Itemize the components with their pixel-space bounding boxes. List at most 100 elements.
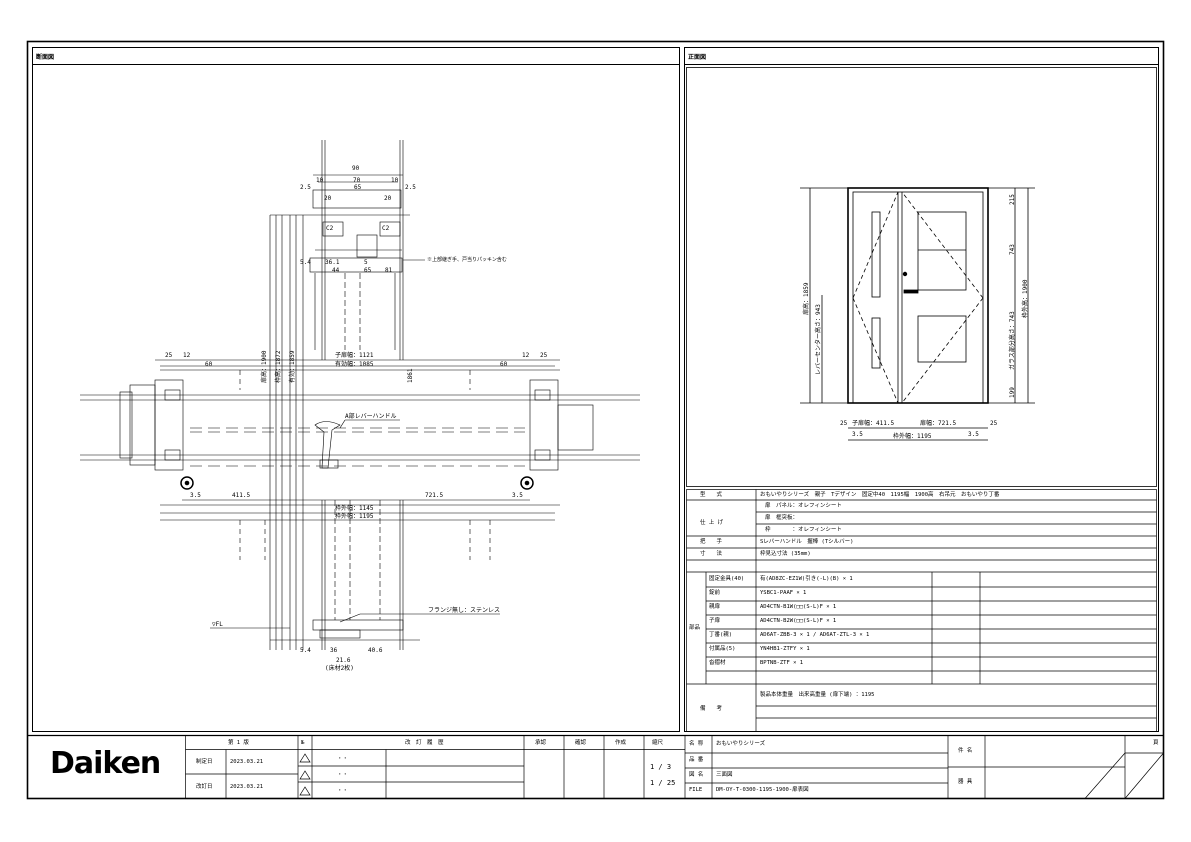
dim-2-5-right: 2.5 xyxy=(405,184,416,191)
dim-12-right: 12 xyxy=(522,352,530,359)
part-value-3: AD4CTN-B1W(□□(S-L)F × 1 xyxy=(760,604,837,610)
dim-743-upper: 743 xyxy=(1009,244,1016,255)
dim-bottom-40-6: 40.6 xyxy=(368,647,383,654)
file-label: FILE xyxy=(689,787,703,793)
dim-65: 65 xyxy=(354,184,362,191)
dim-door-width: 子扉幅：1121 xyxy=(335,352,374,359)
dim-lever-height: レバーセンター高さ：943 xyxy=(815,304,822,375)
part-value-7: BPTNB-ZTF × 1 xyxy=(760,660,804,666)
revision-dots-1: ・・ xyxy=(337,756,349,762)
dim-bottom-21-6: 21.6 xyxy=(336,657,351,664)
dim-721-5: 721.5 xyxy=(425,492,444,499)
dim-bottom-36: 36 xyxy=(330,647,338,654)
label-c2-right: C2 xyxy=(382,225,390,232)
part-name-4: 子扉 xyxy=(709,618,721,624)
dim-44: 44 xyxy=(332,267,340,274)
check-header: 確認 xyxy=(575,740,587,746)
dim-10-right: 10 xyxy=(391,177,399,184)
dim-81: 81 xyxy=(385,267,393,274)
name-label: 名 称 xyxy=(689,741,704,747)
dim-3-5-right: 3.5 xyxy=(512,492,523,499)
spec-type-label: 型 式 xyxy=(700,492,723,498)
label-c2-left: C2 xyxy=(326,225,334,232)
spec-parts-label: 部品 xyxy=(689,625,701,631)
dim-frame-outer-height: 枠外高：1900 xyxy=(1022,279,1029,318)
part-name-3: 親扉 xyxy=(709,604,721,610)
spec-type-value: おもいやりシリーズ 親子 Tデザイン 固定中40 1195幅 1900高 右吊元… xyxy=(760,492,1000,498)
dim-20-left: 20 xyxy=(324,195,332,202)
code-label: 品 番 xyxy=(689,757,704,763)
dim-door-height: 扉高：1900 xyxy=(261,350,268,383)
dim-1861: 1861 xyxy=(407,368,414,383)
dim-glass-height: ガラス部分高さ：743 xyxy=(1009,311,1016,370)
project-label: 件 名 xyxy=(958,748,973,754)
dim-65-lower: 65 xyxy=(364,267,372,274)
spec-finish-label: 仕 上 げ xyxy=(700,520,724,526)
dim-frame-width-1: 枠外幅：1145 xyxy=(335,505,374,512)
dim-frame-height: 枠高：1872 xyxy=(275,350,282,383)
part-value-1: 有(AD8ZC-EZ1W)引き(-L)(B) × 1 xyxy=(760,576,853,582)
dim-parent-width: 扉幅：721.5 xyxy=(920,420,957,427)
company-logo: Daiken xyxy=(50,746,161,781)
dim-e25-right: 25 xyxy=(990,420,998,427)
dim-e3-5-right: 3.5 xyxy=(968,431,979,438)
part-name-1: 固定金具(40) xyxy=(709,576,745,582)
note-floor: (床材2枚) xyxy=(325,665,354,672)
number-header: № xyxy=(301,740,305,746)
part-value-4: AD4CTN-B2W(□□(S-L)F × 1 xyxy=(760,618,837,624)
spec-handle-label: 把 手 xyxy=(700,539,723,545)
scale-value-2: 1 / 25 xyxy=(650,779,676,787)
dim-20-right: 20 xyxy=(384,195,392,202)
page-label: 頁 xyxy=(1153,740,1159,746)
spec-note-value: 製品本体重量 出来高重量 (扉下端) ：1195 xyxy=(760,692,875,698)
dim-60-right: 60 xyxy=(500,361,508,368)
part-name-7: 沓摺材 xyxy=(709,660,726,666)
dim-door-height-elev: 扉高：1859 xyxy=(803,282,810,315)
created-date: 2023.03.21 xyxy=(230,759,264,765)
dim-25-right: 25 xyxy=(540,352,548,359)
spec-finish-row-3: 枠 ：オレフィンシート xyxy=(765,527,842,533)
approval-header: 承認 xyxy=(535,740,547,746)
product-label: 器 具 xyxy=(958,779,973,785)
floor-level: ▽FL xyxy=(212,621,223,628)
dim-e3-5-left: 3.5 xyxy=(852,431,863,438)
dim-e25-left: 25 xyxy=(840,420,848,427)
dim-199: 199 xyxy=(1009,387,1016,398)
dim-411-5: 411.5 xyxy=(232,492,251,499)
created-label: 制定日 xyxy=(196,759,213,765)
dim-frame-outer-width: 枠外幅：1195 xyxy=(893,433,932,440)
dim-10-left: 10 xyxy=(316,177,324,184)
file-value: DM-OY-T-0300-1195-1900-扉表図 xyxy=(716,787,809,793)
spec-note-label: 備 考 xyxy=(700,706,723,712)
drawing-value: 三面図 xyxy=(716,772,733,778)
dim-frame-width-2: 枠外幅：1195 xyxy=(335,513,374,520)
drawing-label: 図 名 xyxy=(689,772,704,778)
part-value-6: YN4HB1-ZTFY × 1 xyxy=(760,646,810,652)
dim-36-1: 36.1 xyxy=(325,259,340,266)
note-handle: A部レバーハンドル xyxy=(345,413,397,420)
part-name-2: 錠前 xyxy=(709,590,721,596)
spec-frame-value: 枠見込寸法 (35mm) xyxy=(760,551,811,557)
spec-handle-value: Sレバーハンドル 握棒 (Tシルバー) xyxy=(760,539,854,545)
dim-effective-width: 有効幅：1085 xyxy=(335,361,374,368)
part-name-5: 丁番(親) xyxy=(709,632,733,638)
dim-5: 5 xyxy=(364,259,368,266)
elevation-view-title: 正面図 xyxy=(688,54,707,61)
dim-60-left: 60 xyxy=(205,361,213,368)
dim-child-width: 子扉幅：411.5 xyxy=(852,420,895,427)
scale-header: 縮尺 xyxy=(652,740,664,746)
spec-frame-label: 寸 法 xyxy=(700,551,723,557)
dim-2-5-left: 2.5 xyxy=(300,184,311,191)
name-value: おもいやりシリーズ xyxy=(716,741,766,747)
dim-bottom-5-4: 5.4 xyxy=(300,647,311,654)
dim-90: 90 xyxy=(352,165,360,172)
scale-value-1: 1 / 3 xyxy=(650,763,672,771)
dim-3-5-left: 3.5 xyxy=(190,492,201,499)
revised-label: 改訂日 xyxy=(196,784,213,790)
part-value-5: AD6AT-ZBB-3 × 1 / AD6AT-ZTL-3 × 1 xyxy=(760,632,870,638)
dim-effective-height: 有効：1859 xyxy=(289,350,296,383)
revision-record-header: 改 訂 履 歴 xyxy=(405,740,444,746)
revised-date: 2023.03.21 xyxy=(230,784,264,790)
revision-title: 第 1 版 xyxy=(228,740,249,746)
